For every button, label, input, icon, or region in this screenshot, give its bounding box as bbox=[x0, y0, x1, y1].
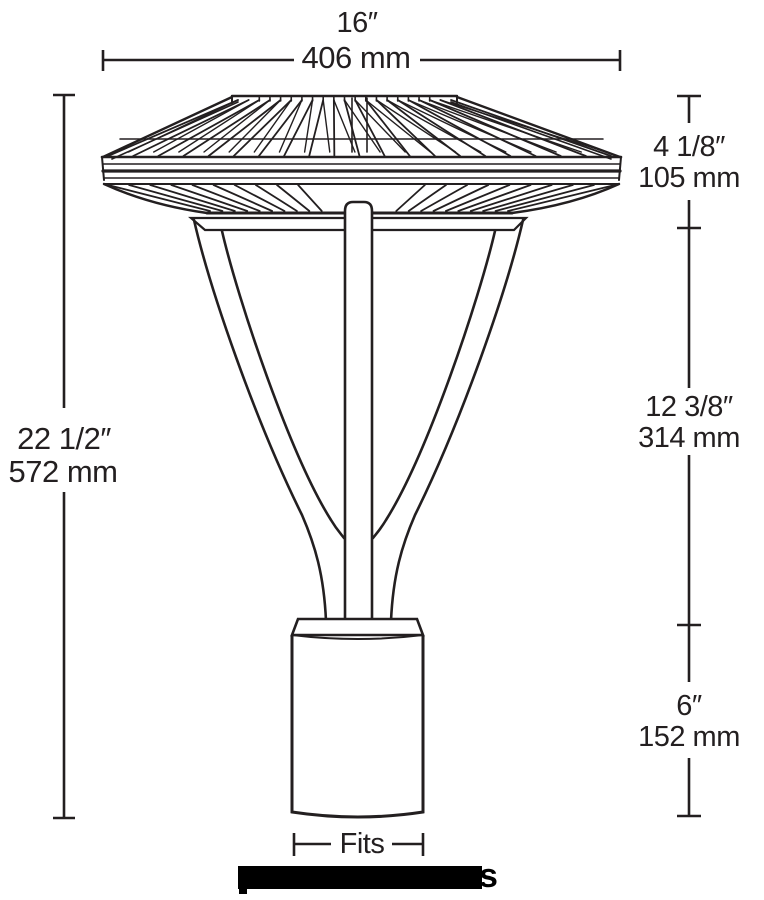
lower-fins bbox=[107, 184, 616, 212]
overall-height-label-mm: 572 mm bbox=[8, 454, 118, 489]
base-height-label-inches: 6″ bbox=[676, 690, 702, 722]
dimension-lines bbox=[53, 50, 701, 856]
head-height-label-inches: 4 1/8″ bbox=[653, 131, 725, 163]
width-label-mm: 406 mm bbox=[301, 40, 411, 75]
redacted-caption-suffix: s bbox=[479, 857, 498, 895]
base-height-label-mm: 152 mm bbox=[638, 721, 740, 753]
upper-fins bbox=[107, 95, 612, 157]
center-stem bbox=[343, 200, 374, 621]
arm-height-label-inches: 12 3/8″ bbox=[645, 391, 733, 423]
width-label-inches: 16″ bbox=[336, 7, 378, 39]
support-arms bbox=[192, 218, 525, 623]
fits-label: Fits bbox=[339, 828, 385, 860]
redaction-bar bbox=[238, 866, 482, 889]
overall-height-label-inches: 22 1/2″ bbox=[17, 421, 111, 456]
base-fitter bbox=[290, 617, 425, 819]
redaction-descender bbox=[239, 886, 247, 894]
arm-height-label-mm: 314 mm bbox=[638, 422, 740, 454]
head-height-label-mm: 105 mm bbox=[638, 162, 740, 194]
